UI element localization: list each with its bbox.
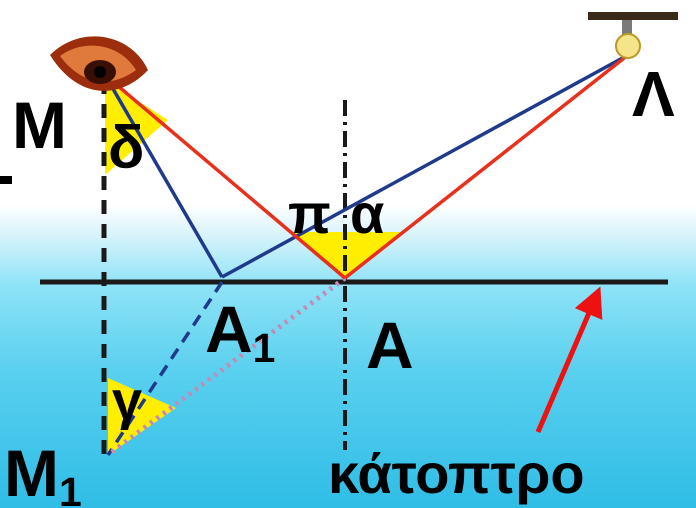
label-pi: π — [288, 182, 331, 245]
label-M: M — [12, 88, 67, 162]
lamp-icon — [588, 12, 678, 59]
eye-icon — [50, 36, 148, 91]
mirror-arrow — [535, 286, 603, 433]
ray-lamp-A1 — [221, 53, 629, 279]
label-gamma: γ — [112, 371, 143, 431]
ray-virtual-A1-M1 — [106, 281, 224, 456]
label-Lambda: Λ — [632, 58, 675, 130]
label-mirror: κάτοπτρο — [328, 442, 585, 505]
label-A1: A1 — [205, 292, 276, 372]
label-alpha: α — [350, 182, 385, 245]
ray-virtual-A-M1 — [106, 275, 347, 458]
ray-lamp-A — [343, 53, 630, 280]
edge-mark — [0, 176, 12, 184]
angle-gamma — [108, 378, 176, 455]
label-M1: M1 — [4, 436, 82, 508]
label-A: A — [366, 308, 414, 382]
ray-A1-eye — [103, 74, 224, 278]
label-delta: δ — [108, 114, 145, 181]
ray-A-eye — [103, 73, 347, 280]
